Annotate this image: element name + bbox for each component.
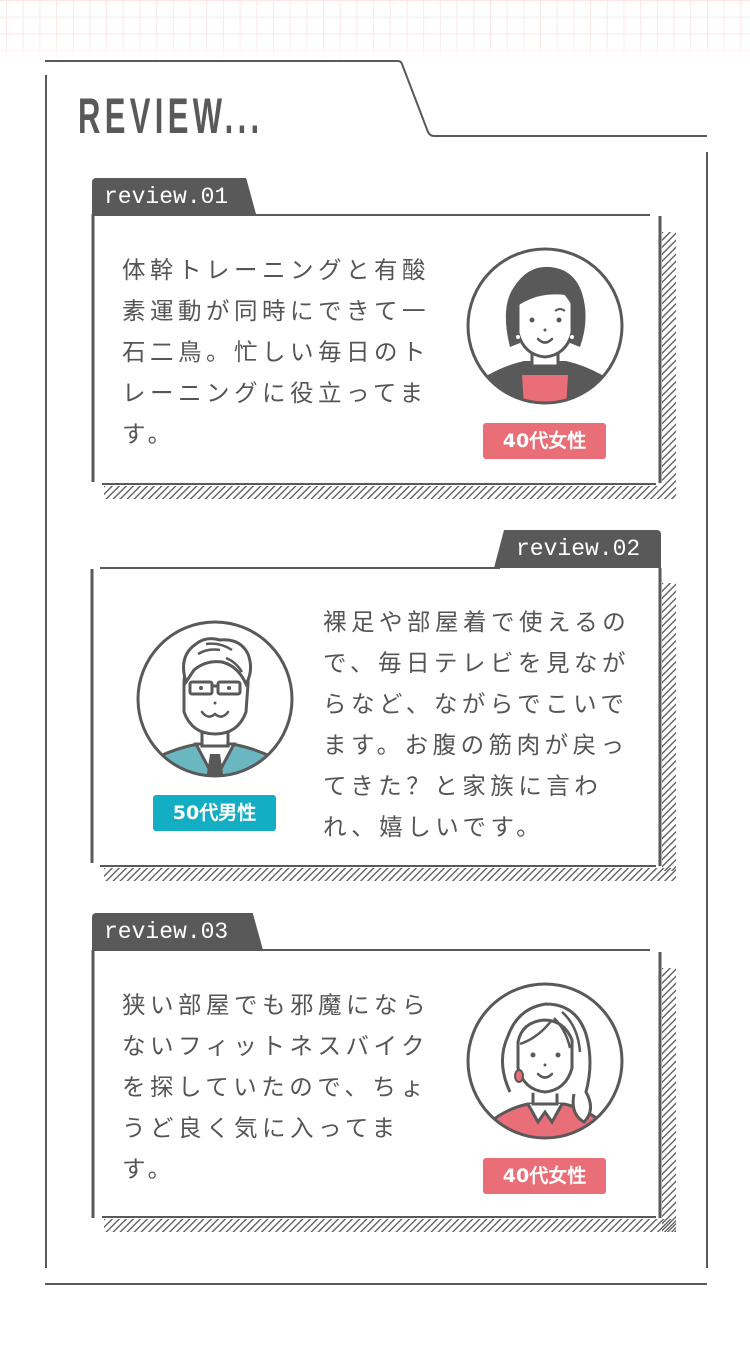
review-tab-label: review.01	[92, 178, 256, 214]
card-shadow-hatch	[662, 968, 676, 1232]
card-shadow-hatch	[104, 868, 676, 881]
grid-background	[0, 0, 750, 62]
card-shadow-hatch	[662, 583, 676, 871]
reviewer-age-badge: 40代女性	[483, 423, 606, 459]
review-text: 体幹トレーニングと有酸 素運動が同時にできて一 石二鳥。忙しい毎日のト レーニン…	[122, 256, 430, 448]
card-shadow-hatch	[662, 232, 676, 488]
reviewer-age-badge: 50代男性	[153, 795, 276, 831]
reviewer-age-badge: 40代女性	[483, 1158, 606, 1194]
review-text: 狭い部屋でも邪魔になら ないフィットネスバイク を探していたので、ちょ うど良く…	[122, 991, 430, 1183]
woman-short-hair-avatar-icon	[466, 247, 624, 405]
review-tab-label: review.03	[92, 913, 263, 950]
review-tab-label: review.02	[494, 530, 661, 568]
woman-long-hair-avatar-icon	[466, 982, 624, 1140]
review-text: 裸足や部屋着で使えるの で、毎日テレビを見なが らなど、ながらでこいで ます。お…	[323, 608, 631, 841]
card-shadow-hatch	[104, 486, 676, 499]
card-shadow-hatch	[104, 1219, 676, 1232]
man-glasses-avatar-icon	[136, 620, 294, 778]
section-title: REVIEW...	[78, 88, 264, 144]
